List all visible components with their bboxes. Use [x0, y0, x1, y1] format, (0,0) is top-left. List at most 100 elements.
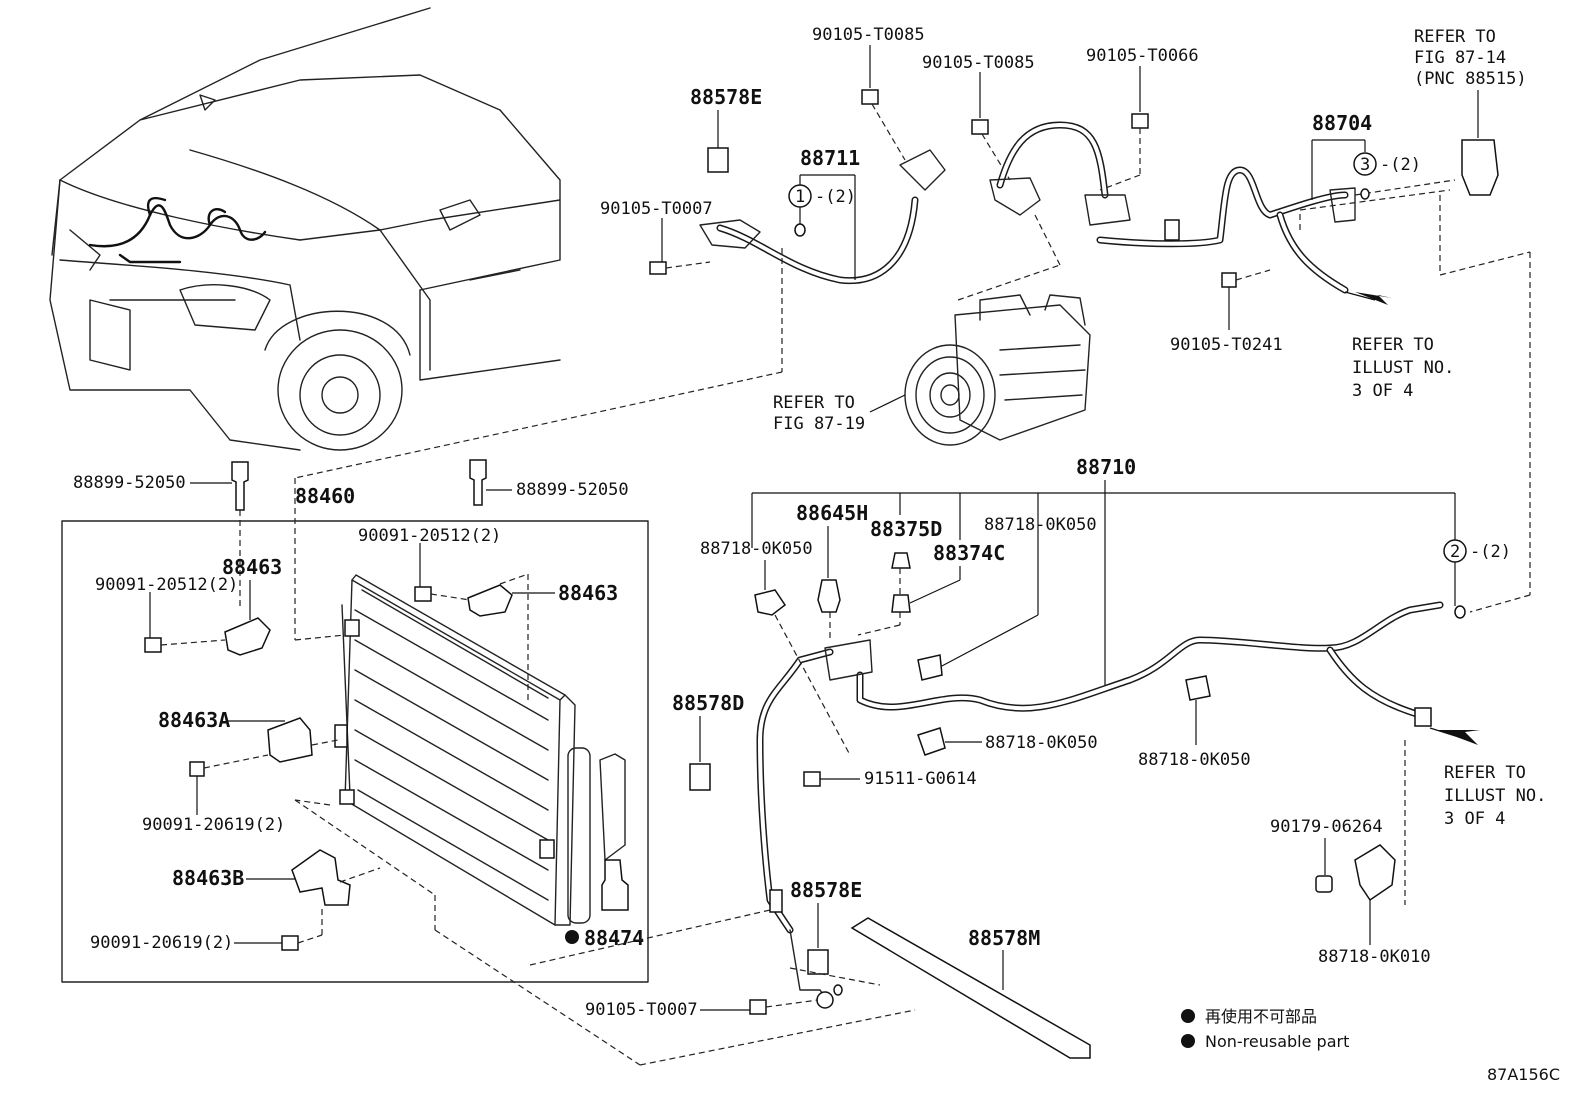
bracket-lower-right-group: 90179-06264 88718-0K010 — [1270, 740, 1431, 967]
label-90105-t0085-b: 90105-T0085 — [922, 53, 1035, 73]
liquid-tube-top-group: REFER TO FIG 87-14 (PNC 88515) 88704 901… — [1096, 27, 1531, 613]
ref-illust-top-line2: ILLUST NO. — [1352, 358, 1454, 378]
clamp-88718-0k050-b — [917, 654, 943, 681]
bracket-88463b — [291, 849, 351, 906]
plug-88474 — [601, 859, 629, 911]
label-88578e-bottom: 88578E — [790, 878, 862, 902]
bolt-90105-t0007-bottom — [749, 999, 767, 1015]
ref-fig-87-19-line2: FIG 87-19 — [773, 414, 865, 434]
ref-fig-87-14-line2: FIG 87-14 — [1414, 48, 1506, 68]
condenser-group: 88460 88899-52050 88899-52050 884 — [61, 459, 916, 1066]
pad-88578e-top — [707, 147, 729, 173]
label-90091-20512-r: 90091-20512(2) — [358, 526, 501, 546]
label-88578e-top: 88578E — [690, 85, 762, 109]
ref-fig-87-14-line1: REFER TO — [1414, 27, 1496, 47]
discharge-hose — [989, 121, 1131, 266]
ref-illust-bottom-line3: 3 OF 4 — [1444, 809, 1505, 829]
clamp-88718-0k050-a — [754, 589, 787, 616]
label-90091-20512-l: 90091-20512(2) — [95, 575, 238, 595]
label-88718-0k010: 88718-0K010 — [1318, 947, 1431, 967]
label-88899-52050-l: 88899-52050 — [73, 473, 186, 493]
ref-fig-87-14-line3: (PNC 88515) — [1414, 69, 1527, 89]
callout-2: 2 -(2) — [1443, 539, 1511, 606]
expansion-valve — [1461, 139, 1499, 196]
ref-illust-bottom-line1: REFER TO — [1444, 763, 1526, 783]
label-88899-52050-r: 88899-52050 — [516, 480, 629, 500]
nut-90179-06264 — [1315, 875, 1333, 893]
callout-1-num: 1 — [795, 187, 805, 207]
label-90105-t0007-top: 90105-T0007 — [600, 199, 713, 219]
label-88463-l: 88463 — [222, 555, 282, 579]
compressor-bolts: 90105-T0085 90105-T0085 90105-T0066 — [812, 25, 1199, 191]
pad-88578e-bottom — [807, 949, 829, 975]
bracket-88463a — [267, 717, 313, 763]
clamp-88718-0k050-d — [1185, 675, 1211, 701]
ref-illust-top-line1: REFER TO — [1352, 335, 1434, 355]
non-reusable-dot-88474 — [565, 930, 579, 944]
bracket-88463-l — [224, 617, 271, 656]
condenser-frame — [61, 520, 649, 983]
label-88463a: 88463A — [158, 708, 230, 732]
bolt-91511-g0614 — [803, 771, 821, 787]
strip-88578m — [850, 917, 1091, 1059]
legend-jp: 再使用不可部品 — [1205, 1007, 1317, 1026]
label-90105-t0085-a: 90105-T0085 — [812, 25, 925, 45]
label-88710: 88710 — [1076, 455, 1136, 479]
diagram-id: 87A156C — [1487, 1065, 1560, 1084]
bolt-90105-t0066 — [1131, 113, 1149, 129]
bolt-90105-t0007-bottom-group: 90105-T0007 — [585, 999, 819, 1020]
label-88718-0k050-c: 88718-0K050 — [985, 733, 1098, 753]
label-88474: 88474 — [584, 926, 644, 950]
clamp-88718-0k050-c — [917, 727, 946, 756]
label-88645h: 88645H — [796, 501, 868, 525]
legend-dot-jp — [1181, 1009, 1195, 1023]
pad-88578d-group: 88578D — [672, 691, 744, 791]
callout-3-qty: -(2) — [1380, 155, 1421, 175]
bolt-90105-t0085-a — [861, 89, 879, 105]
bolt-90105-t0085-b — [971, 119, 989, 135]
ref-illust-top-line3: 3 OF 4 — [1352, 381, 1413, 401]
liquid-tube-88710-group: 88710 88718-0K050 88645H — [700, 455, 1480, 1009]
pad-88578d — [689, 763, 711, 791]
bracket-88463-r — [467, 584, 513, 617]
label-88578d: 88578D — [672, 691, 744, 715]
bolt-88899-52050-l — [231, 461, 249, 511]
strip-88578m-group: 88578M — [850, 917, 1091, 1059]
bolt-90091-20512-r — [414, 586, 432, 602]
pad-88578e-bottom-group: 88578E — [789, 878, 881, 986]
bolt-88899-52050-r — [469, 459, 487, 506]
bolt-90091-20512-l — [144, 637, 162, 653]
label-90179-06264: 90179-06264 — [1270, 817, 1383, 837]
valve-88374c — [891, 594, 911, 613]
label-90105-t0241: 90105-T0241 — [1170, 335, 1283, 355]
label-90091-20619-b: 90091-20619(2) — [90, 933, 233, 953]
callout-2-qty: -(2) — [1470, 542, 1511, 562]
label-90105-t0066: 90105-T0066 — [1086, 46, 1199, 66]
label-88374c: 88374C — [933, 541, 1005, 565]
callout-1-qty: -(2) — [815, 187, 856, 207]
callout-2-num: 2 — [1450, 542, 1460, 562]
legend: 再使用不可部品 Non-reusable part — [1181, 1007, 1349, 1051]
ref-illust-bottom-line2: ILLUST NO. — [1444, 786, 1546, 806]
sensor-88645h — [817, 579, 841, 613]
legend-en: Non-reusable part — [1205, 1032, 1349, 1051]
label-90091-20619-a: 90091-20619(2) — [142, 815, 285, 835]
bolt-90091-20619-b — [281, 935, 299, 951]
bolt-90105-t0241 — [1221, 272, 1237, 288]
suction-hose-group: 88578E 88711 90105-T0007 — [600, 85, 946, 285]
label-88718-0k050-b: 88718-0K050 — [984, 515, 1097, 535]
ref-illust-bottom: REFER TO ILLUST NO. 3 OF 4 — [1444, 763, 1546, 829]
label-88711: 88711 — [800, 146, 860, 170]
compressor: REFER TO FIG 87-19 — [773, 264, 1091, 446]
label-90105-t0007-bottom: 90105-T0007 — [585, 1000, 698, 1020]
bolt-90091-20619-a — [189, 761, 205, 777]
callout-3-num: 3 — [1360, 155, 1370, 175]
label-88375d: 88375D — [870, 517, 942, 541]
dash-link-condenser — [294, 371, 783, 479]
label-88460: 88460 — [295, 484, 355, 508]
label-88718-0k050-d: 88718-0K050 — [1138, 750, 1251, 770]
bolt-90105-t0007-top — [649, 261, 667, 275]
label-88704: 88704 — [1312, 111, 1372, 135]
label-88718-0k050-a: 88718-0K050 — [700, 539, 813, 559]
